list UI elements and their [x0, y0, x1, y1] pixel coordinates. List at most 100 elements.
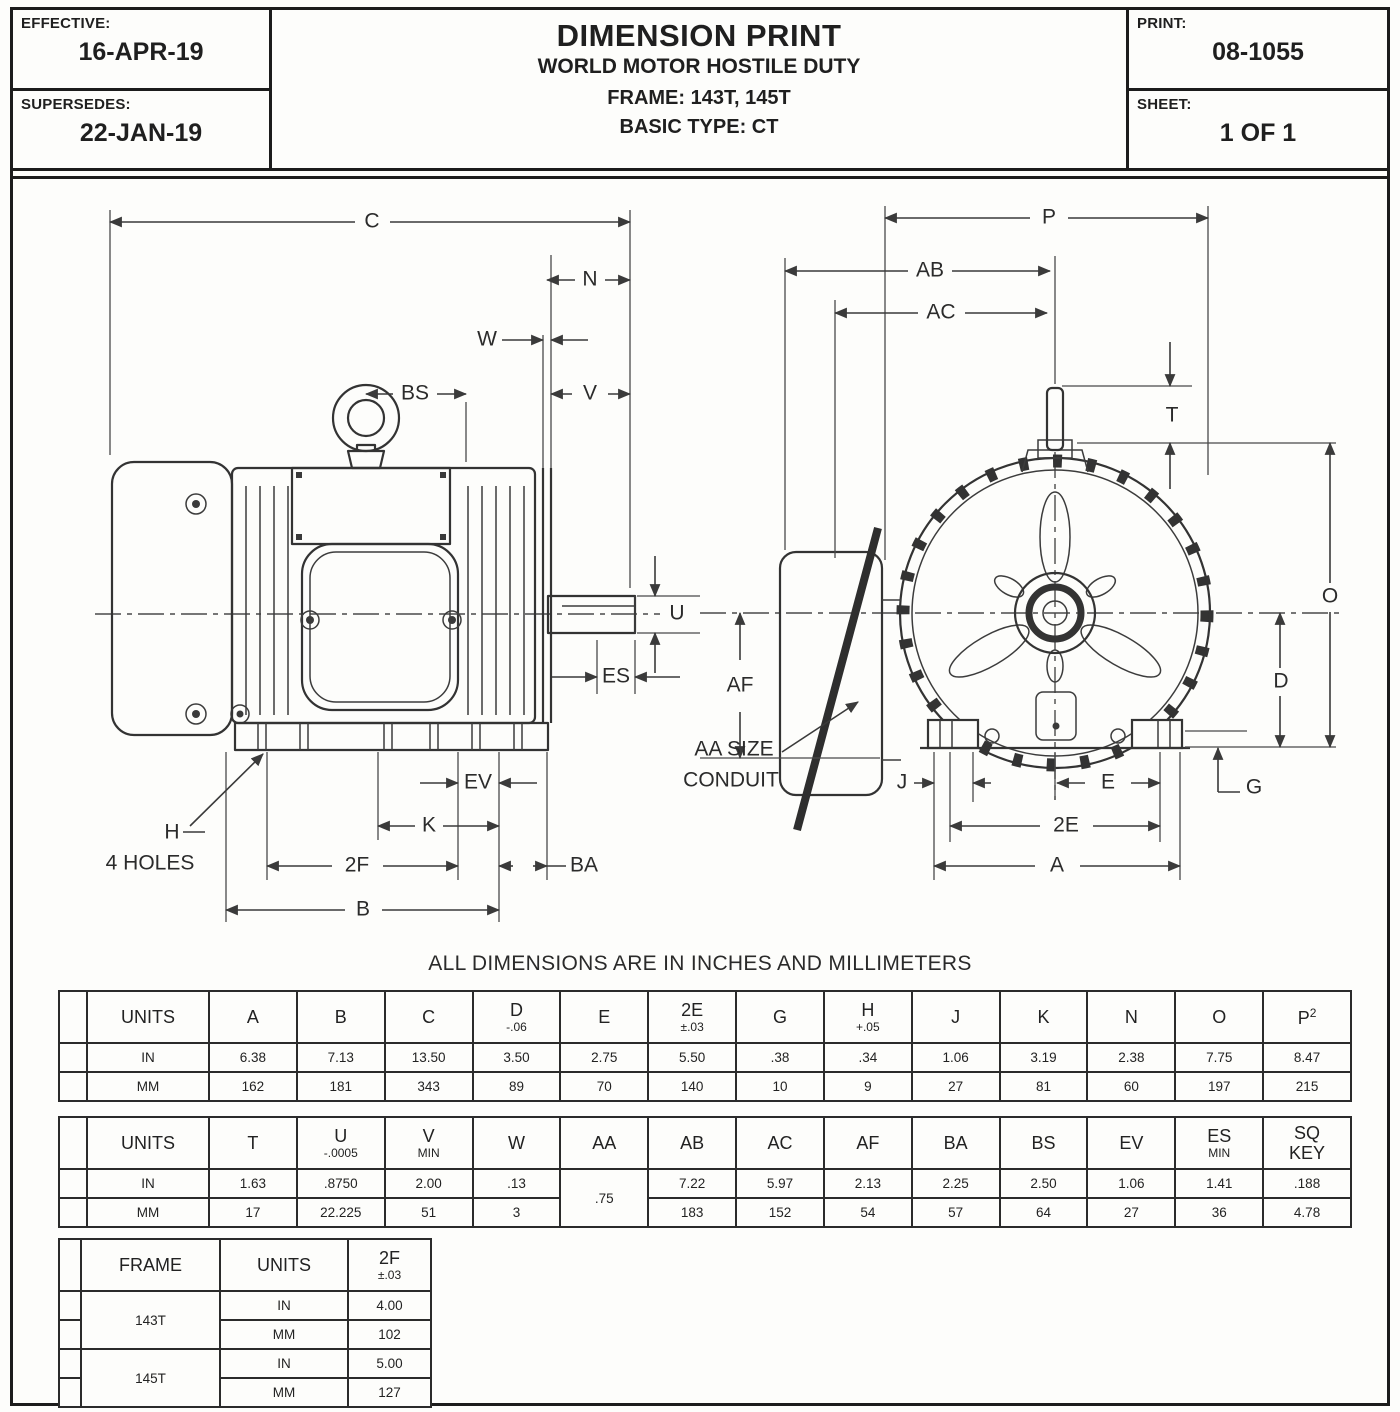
note-conduit: CONDUIT — [683, 769, 779, 792]
column-header-cell: J — [910, 990, 1001, 1044]
value-cell: 2.25 — [910, 1168, 1001, 1199]
dim-label-o: O — [1322, 585, 1338, 608]
basic-type-line: BASIC TYPE: CT — [619, 115, 779, 138]
value-cell: 22.225 — [295, 1197, 386, 1228]
column-header-cell: BA — [910, 1116, 1001, 1170]
unit-cell: MM — [219, 1319, 349, 1350]
value-cell: 3.50 — [471, 1042, 562, 1073]
value-cell: 60 — [1086, 1071, 1177, 1102]
column-header-cell: BS — [998, 1116, 1089, 1170]
frame-line: FRAME: 143T, 145T — [607, 86, 791, 109]
value-cell: 102 — [347, 1319, 432, 1350]
value-cell: 5.97 — [735, 1168, 825, 1199]
value-cell: 8.47 — [1262, 1042, 1352, 1073]
value-cell: 343 — [383, 1071, 474, 1102]
value-cell: 36 — [1174, 1197, 1265, 1228]
value-cell: 57 — [910, 1197, 1001, 1228]
note-4-holes: 4 HOLES — [106, 852, 195, 875]
units-header-cell: UNITS — [86, 1116, 210, 1170]
value-cell: 7.13 — [295, 1042, 386, 1073]
dim-label-k: K — [422, 814, 436, 837]
column-header-cell: EV — [1086, 1116, 1177, 1170]
row-stub-cell — [58, 1197, 88, 1228]
column-header-cell: O — [1174, 990, 1265, 1044]
row-stub-cell — [58, 1168, 88, 1199]
column-header-cell: E — [559, 990, 650, 1044]
effective-date: 16-APR-19 — [78, 38, 204, 66]
units-header-cell: UNITS — [219, 1238, 349, 1292]
value-cell-spanned: .75 — [559, 1168, 650, 1228]
title-block-center: DIMENSION PRINT WORLD MOTOR HOSTILE DUTY… — [272, 10, 1126, 168]
value-cell: 1.63 — [208, 1168, 298, 1199]
column-header-cell: W — [471, 1116, 562, 1170]
column-header-cell: N — [1086, 990, 1177, 1044]
value-cell: 64 — [998, 1197, 1089, 1228]
supersedes-cell: SUPERSEDES: 22-JAN-19 — [13, 87, 269, 169]
value-cell: 10 — [735, 1071, 825, 1102]
dim-label-p: P — [1042, 206, 1056, 229]
dim-label-a: A — [1050, 854, 1064, 877]
dim-label-t: T — [1166, 404, 1179, 427]
value-cell: 9 — [822, 1071, 913, 1102]
value-cell: 2.75 — [559, 1042, 650, 1073]
print-number: 08-1055 — [1212, 38, 1304, 66]
value-cell: 4.00 — [347, 1290, 432, 1321]
value-cell: .38 — [735, 1042, 825, 1073]
title-block-left: EFFECTIVE: 16-APR-19 SUPERSEDES: 22-JAN-… — [13, 10, 272, 168]
units-header-cell: UNITS — [86, 990, 210, 1044]
value-cell: 197 — [1174, 1071, 1265, 1102]
column-header-cell: AB — [647, 1116, 738, 1170]
unit-cell: MM — [86, 1071, 210, 1102]
row-stub-cell — [58, 1071, 88, 1102]
column-header-cell: D-.06 — [471, 990, 562, 1044]
column-header-cell: AA — [559, 1116, 650, 1170]
value-cell: 2.38 — [1086, 1042, 1177, 1073]
table-corner-cell — [58, 990, 88, 1044]
row-stub-cell — [58, 1042, 88, 1073]
print-label: PRINT: — [1137, 15, 1187, 32]
value-cell: 54 — [822, 1197, 913, 1228]
value-cell: 2.00 — [383, 1168, 474, 1199]
value-cell: 5.50 — [647, 1042, 738, 1073]
title-block-double-rule — [13, 176, 1387, 179]
unit-cell: IN — [219, 1290, 349, 1321]
column-header-cell: 2F±.03 — [347, 1238, 432, 1292]
value-cell: 2.50 — [998, 1168, 1089, 1199]
dim-label-2f: 2F — [345, 854, 370, 877]
value-cell: .34 — [822, 1042, 913, 1073]
value-cell: 89 — [471, 1071, 562, 1102]
document-title: DIMENSION PRINT — [556, 18, 842, 53]
column-header-cell: AC — [735, 1116, 825, 1170]
unit-cell: IN — [86, 1042, 210, 1073]
column-header-cell: U-.0005 — [295, 1116, 386, 1170]
value-cell: 1.06 — [1086, 1168, 1177, 1199]
row-stub-cell — [58, 1348, 82, 1379]
sheet-label: SHEET: — [1137, 95, 1192, 113]
document-subtitle: WORLD MOTOR HOSTILE DUTY — [537, 54, 861, 78]
column-header-cell: C — [383, 990, 474, 1044]
value-cell: 181 — [295, 1071, 386, 1102]
row-stub-cell — [58, 1377, 82, 1408]
value-cell: 3 — [471, 1197, 562, 1228]
title-block: EFFECTIVE: 16-APR-19 SUPERSEDES: 22-JAN-… — [13, 10, 1387, 171]
dim-label-j: J — [897, 771, 908, 794]
value-cell: .13 — [471, 1168, 562, 1199]
value-cell: 27 — [1086, 1197, 1177, 1228]
value-cell: 7.22 — [647, 1168, 738, 1199]
dim-label-w: W — [477, 328, 497, 351]
end-view-drawing: P AB AC T O D G AF AA SIZE CONDUIT J E 2… — [683, 206, 1345, 880]
value-cell: 1.41 — [1174, 1168, 1265, 1199]
dim-label-e: E — [1101, 771, 1115, 794]
effective-cell: EFFECTIVE: 16-APR-19 — [13, 10, 269, 88]
column-header-cell: A — [208, 990, 298, 1044]
column-header-cell: AF — [822, 1116, 913, 1170]
